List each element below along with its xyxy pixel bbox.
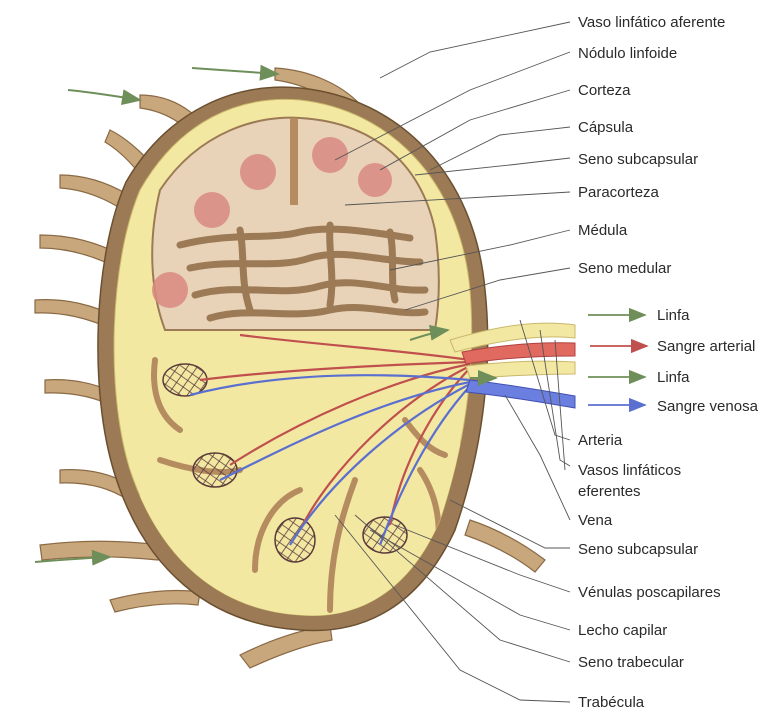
label-trabecular-sinus: Seno trabecular (578, 654, 684, 671)
label-postcapillary-venules: Vénulas poscapilares (578, 584, 721, 601)
label-lymph-1: Linfa (657, 307, 690, 324)
label-lymph-2: Linfa (657, 369, 690, 386)
label-trabecula: Trabécula (578, 694, 645, 711)
label-arterial-blood: Sangre arterial (657, 338, 755, 355)
label-lymphoid-nodule: Nódulo linfoide (578, 45, 677, 62)
label-subcapsular-sinus-top: Seno subcapsular (578, 151, 698, 168)
label-capsule: Cápsula (578, 119, 634, 136)
label-paracortex: Paracorteza (578, 184, 660, 201)
label-capillary-bed: Lecho capilar (578, 622, 667, 639)
label-efferent-vessels-1: Vasos linfáticos (578, 462, 681, 479)
label-artery: Arteria (578, 432, 623, 449)
trabecula-top (290, 118, 298, 205)
label-afferent-vessel: Vaso linfático aferente (578, 14, 725, 31)
label-medulla: Médula (578, 222, 628, 239)
label-vein: Vena (578, 512, 613, 529)
label-medullary-sinus: Seno medular (578, 260, 671, 277)
label-efferent-vessels-2: eferentes (578, 483, 641, 500)
label-subcapsular-sinus-bottom: Seno subcapsular (578, 541, 698, 558)
label-cortex: Corteza (578, 82, 631, 99)
label-venous-blood: Sangre venosa (657, 398, 759, 415)
